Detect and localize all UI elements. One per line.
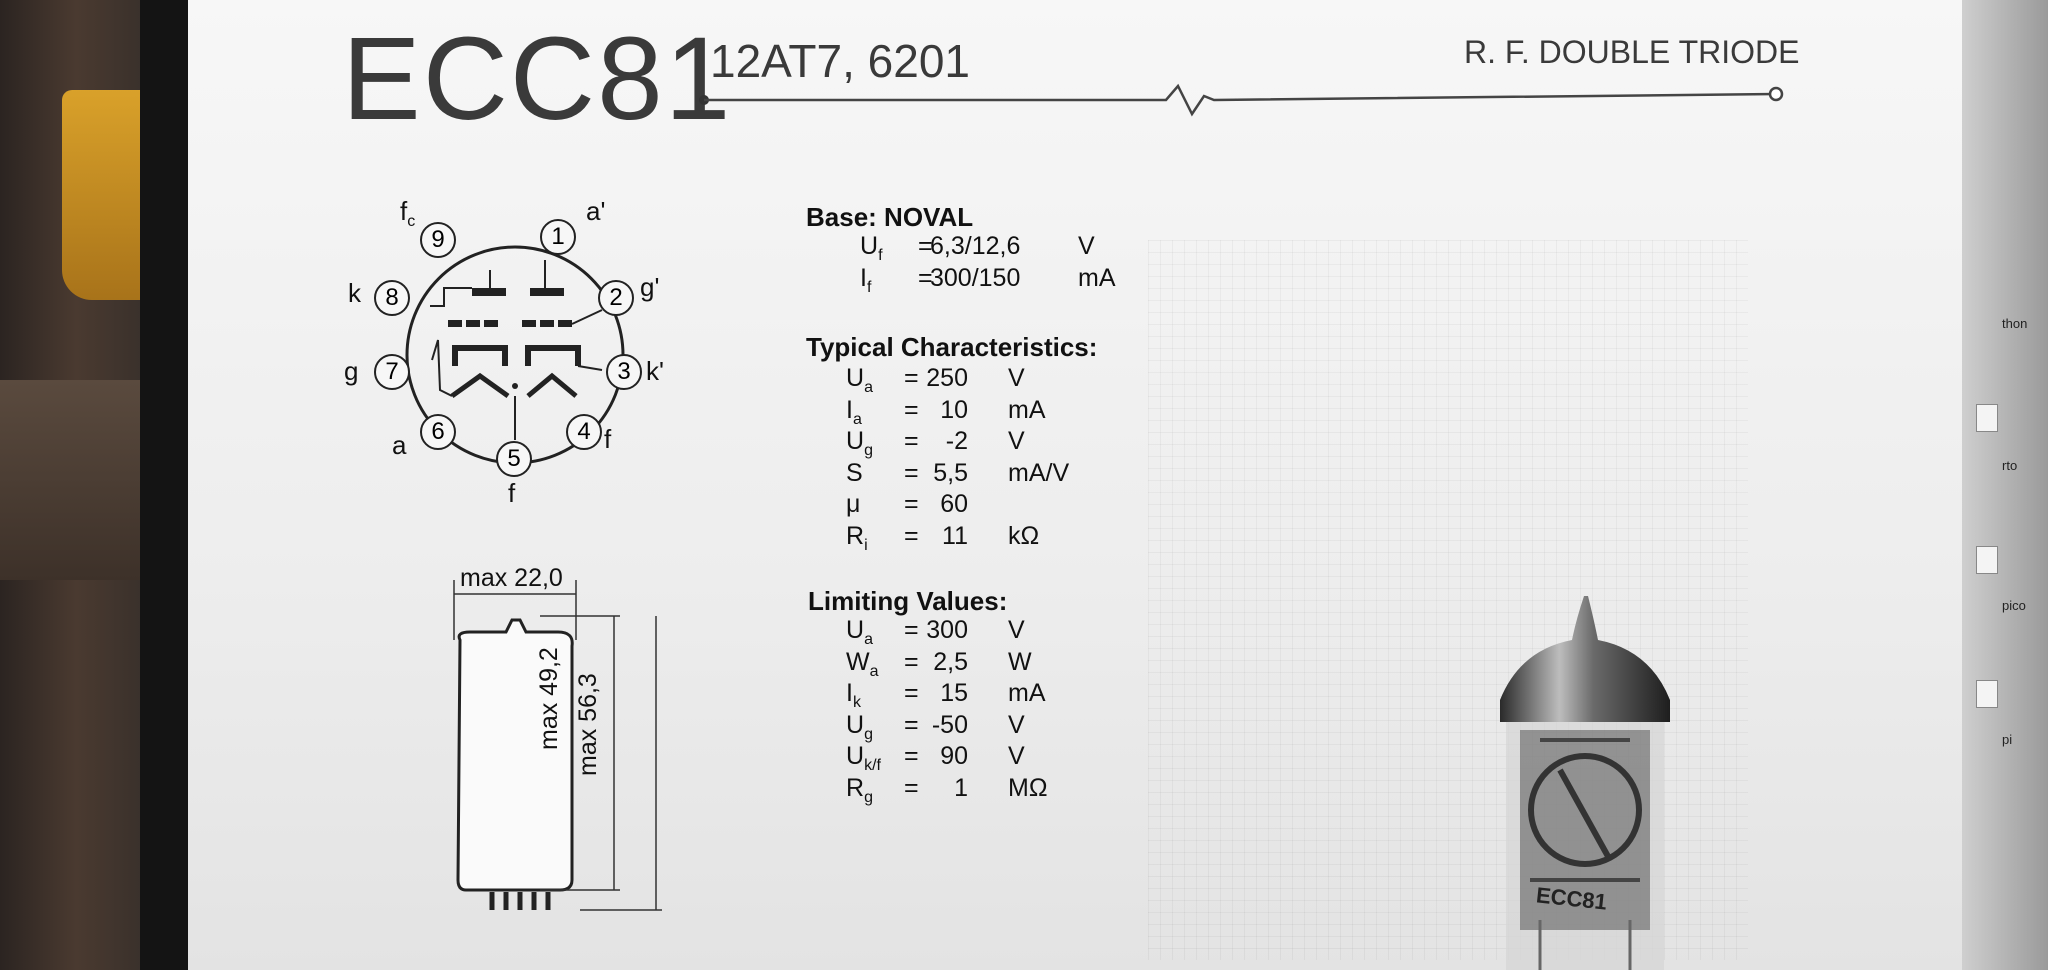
pin-2: 2	[598, 280, 634, 316]
pin-3: 3	[606, 354, 642, 390]
param-value: 6,3/12,6	[930, 232, 1021, 260]
equals-sign: =	[904, 458, 919, 487]
equals-sign: =	[904, 490, 919, 518]
dim-height-total: max 56,3	[574, 673, 602, 776]
param-value: -2	[945, 427, 968, 455]
base-heading: Base: NOVAL	[806, 202, 974, 232]
desktop-file-icon[interactable]	[1976, 680, 1998, 708]
param-symbol: Uk/f	[846, 742, 881, 774]
desktop-edge: thon rto pico pi	[1962, 0, 2048, 970]
param-value: 60	[940, 490, 968, 518]
equals-sign: =	[904, 616, 919, 644]
equals-sign: =	[918, 232, 933, 260]
param-unit: W	[1008, 647, 1032, 676]
typical-heading: Typical Characteristics:	[806, 332, 1098, 362]
desktop-file-icon[interactable]	[1976, 546, 1998, 574]
param-symbol: Wa	[846, 647, 879, 680]
param-unit: V	[1078, 232, 1095, 260]
desktop-label-3: pico	[2002, 598, 2026, 613]
pin-6-label: a	[392, 430, 407, 460]
param-value: 15	[940, 679, 968, 707]
pin-6: 6	[420, 414, 456, 450]
tube-type: R. F. DOUBLE TRIODE	[1464, 34, 1800, 70]
equals-sign: =	[904, 710, 919, 739]
desktop-file-icon[interactable]	[1976, 404, 1998, 432]
pin-3-label: k'	[646, 356, 664, 386]
param-value: 90	[940, 742, 968, 770]
param-symbol: Ri	[846, 521, 868, 554]
monitor-bezel	[140, 0, 188, 970]
param-value: 250	[926, 364, 968, 392]
pin-8-label: k	[348, 278, 361, 308]
param-unit: kΩ	[1008, 521, 1040, 550]
param-unit: V	[1008, 710, 1025, 739]
param-symbol: If	[860, 264, 872, 296]
pin-9-label: fc	[400, 196, 416, 231]
param-symbol: Ia	[846, 395, 862, 428]
tube-photo	[1500, 596, 1670, 970]
equals-sign: =	[904, 679, 919, 707]
pin-7-label: g	[344, 356, 359, 386]
equals-sign: =	[904, 647, 919, 676]
param-value: 5,5	[933, 458, 968, 487]
header-rule	[699, 83, 1784, 117]
pin-1-label: a'	[586, 196, 606, 226]
param-unit: MΩ	[1008, 773, 1048, 802]
equals-sign: =	[904, 395, 919, 424]
equals-sign: =	[904, 742, 919, 770]
equals-sign: =	[904, 773, 919, 802]
equals-sign: =	[904, 521, 919, 550]
param-unit: mA/V	[1008, 458, 1070, 487]
pin-4: 4	[566, 414, 602, 450]
pin-5: 5	[496, 441, 532, 477]
equivalent-types: 12AT7, 6201	[710, 35, 971, 87]
pin-7: 7	[374, 354, 410, 390]
param-value: 1	[954, 773, 968, 802]
pin-5-label: f	[508, 478, 516, 508]
param-symbol: Ug	[846, 710, 873, 743]
equals-sign: =	[904, 427, 919, 455]
pin-9: 9	[420, 222, 456, 258]
desktop-label-4: pi	[2002, 732, 2013, 747]
param-symbol: S	[846, 458, 863, 487]
pin-8: 8	[374, 280, 410, 316]
param-unit: mA	[1008, 679, 1046, 707]
pin-4-label: f	[604, 424, 612, 454]
param-unit: V	[1008, 364, 1025, 392]
param-value: -50	[931, 710, 968, 739]
page-title: ECC81	[342, 13, 733, 145]
param-unit: V	[1008, 427, 1025, 455]
equals-sign: =	[904, 364, 919, 392]
dim-width: max 22,0	[460, 564, 563, 592]
param-value: 11	[942, 521, 968, 550]
param-symbol: Rg	[846, 773, 873, 806]
param-value: 300	[926, 616, 968, 644]
param-symbol: Ik	[846, 679, 861, 711]
param-symbol: Uf	[860, 232, 883, 264]
param-unit: V	[1008, 616, 1025, 644]
pin-1: 1	[540, 219, 576, 255]
background-object	[62, 90, 147, 300]
pin-2-label: g'	[640, 272, 660, 302]
param-unit: mA	[1078, 264, 1116, 292]
param-unit: mA	[1008, 395, 1046, 424]
dim-height-body: max 49,2	[535, 647, 563, 750]
equals-sign: =	[918, 264, 933, 292]
param-value: 300/150	[930, 264, 1021, 292]
param-symbol: Ug	[846, 427, 873, 459]
param-value: 10	[940, 395, 968, 424]
param-symbol: Ua	[846, 364, 873, 396]
limiting-heading: Limiting Values:	[808, 586, 1008, 616]
desktop-label-2: rto	[2002, 458, 2018, 473]
desktop-label-1: thon	[2002, 316, 2028, 331]
param-symbol: Ua	[846, 616, 873, 648]
param-unit: V	[1008, 742, 1025, 770]
dimension-drawing	[453, 580, 662, 911]
param-symbol: μ	[846, 490, 861, 518]
param-value: 2,5	[933, 647, 968, 676]
